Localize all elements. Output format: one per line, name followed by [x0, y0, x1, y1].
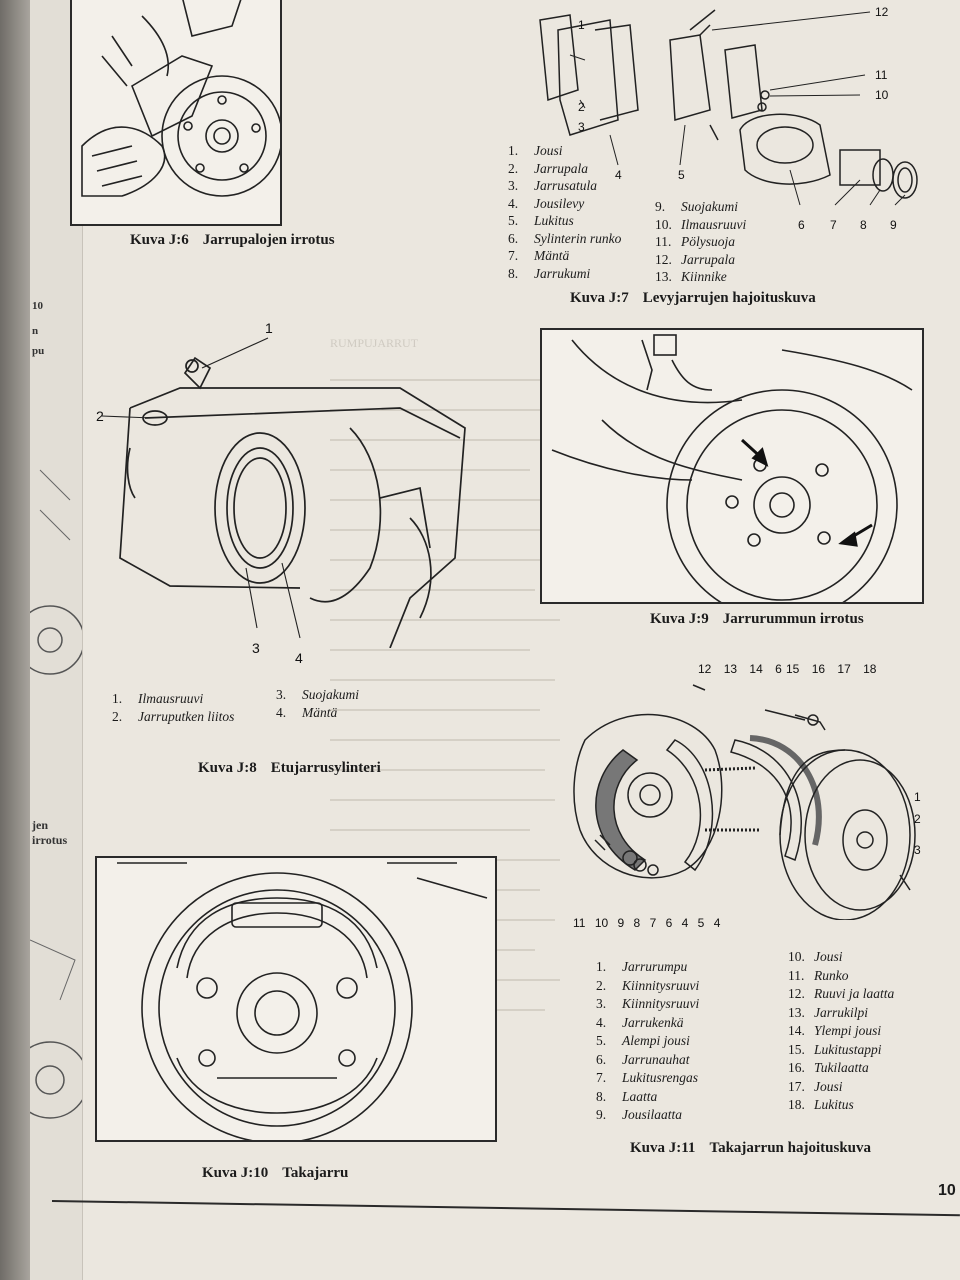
figure-j8-illustration — [70, 318, 490, 649]
legend-row: 12.Jarrupala — [655, 251, 735, 267]
legend-row: 10.Ilmausruuvi — [655, 216, 747, 232]
callout-label: 1 — [265, 320, 273, 336]
caption-number: Kuva J:10 — [202, 1165, 269, 1181]
figure-j9-illustration — [540, 328, 924, 604]
figure-j11-legend-left: 1.Jarrurumpu 2.Kiinnitysruuvi 3.Kiinnity… — [596, 958, 699, 1125]
callout-label: 3 — [252, 640, 260, 656]
caption-title: Jarrupalojen irrotus — [202, 232, 335, 248]
legend-row: 2.Jarruputken liitos — [112, 708, 235, 724]
legend-row: 5.Lukitus — [508, 213, 574, 228]
callout-label: 4 — [615, 168, 622, 182]
legend-row: 11.Runko — [788, 967, 849, 983]
caption-number: Kuva J:6 — [130, 232, 189, 248]
edge-label: pu — [32, 345, 45, 357]
callout-label: 3 — [578, 120, 585, 134]
legend-row: 9.Suojakumi — [655, 199, 738, 214]
manual-page: 10 n pu jen irrotus RUMPUJARRUT — [30, 0, 960, 1280]
caption-title: Jarrurummun irrotus — [722, 611, 864, 627]
legend-row: 3.Kiinnitysruuvi — [596, 996, 700, 1011]
legend-row: 1.Jarrurumpu — [596, 959, 688, 974]
callout-label: 4 — [295, 650, 303, 666]
legend-row: 18.Lukitus — [788, 1097, 854, 1112]
callout-row-bottom: 11 10 9 8 7 6 4 5 4 — [573, 916, 721, 930]
figure-j10-caption: Kuva J:10 Takajarru — [202, 1165, 348, 1182]
legend-row: 17.Jousi — [788, 1078, 843, 1094]
caption-number: Kuva J:11 — [630, 1140, 696, 1156]
edge-drawings — [30, 469, 82, 1119]
book-spine — [0, 0, 30, 1280]
caption-title: Etujarrusylinteri — [270, 760, 381, 776]
legend-row: 10.Jousi — [788, 949, 843, 964]
figure-j6-illustration — [70, 0, 282, 226]
figure-j11-illustration — [545, 680, 925, 921]
footer-rule — [51, 1200, 960, 1217]
callout-label: 2 — [914, 812, 921, 826]
figure-j8-caption: Kuva J:8 Etujarrusylinteri — [198, 760, 381, 777]
legend-row: 12.Ruuvi ja laatta — [788, 986, 895, 1001]
bleed-through-heading: RUMPUJARRUT — [330, 336, 419, 350]
callout-label: 3 — [914, 843, 921, 857]
legend-row: 3.Suojakumi — [276, 687, 359, 702]
callout-row-top: 12 13 14 6 — [698, 662, 782, 676]
caption-title: Takajarrun hajoituskuva — [709, 1140, 872, 1156]
legend-row: 4.Mäntä — [276, 704, 338, 720]
legend-row: 13.Kiinnike — [655, 269, 727, 284]
page-number: 10 — [938, 1182, 956, 1199]
legend-row: 3.Jarrusatula — [508, 178, 598, 193]
callout-label: 5 — [678, 168, 685, 182]
figure-j7-caption: Kuva J:7 Levyjarrujen hajoituskuva — [570, 290, 816, 307]
callout-label: 1 — [914, 790, 921, 804]
legend-row: 7.Lukitusrengas — [596, 1070, 699, 1085]
legend-row: 4.Jousilevy — [508, 195, 585, 211]
figure-j7-illustration — [500, 0, 920, 235]
legend-row: 6.Sylinterin runko — [508, 230, 622, 246]
caption-number: Kuva J:9 — [650, 611, 709, 627]
legend-row: 8.Jarrukumi — [508, 265, 591, 281]
callout-label: 8 — [860, 218, 867, 232]
figure-j7-legend-right: 9.Suojakumi 10.Ilmausruuvi 11.Pölysuoja … — [655, 198, 746, 286]
figure-j8-legend-left: 1.Ilmausruuvi 2.Jarruputken liitos — [112, 690, 234, 725]
callout-label: 12 — [875, 5, 889, 19]
callout-label: 2 — [96, 408, 104, 424]
edge-label: 10 — [32, 300, 43, 312]
figure-j11-legend-right: 10.Jousi 11.Runko 12.Ruuvi ja laatta 13.… — [788, 948, 894, 1115]
legend-row: 4.Jarrukenkä — [596, 1014, 684, 1030]
legend-row: 9.Jousilaatta — [596, 1107, 682, 1122]
caption-title: Levyjarrujen hajoituskuva — [642, 290, 816, 306]
legend-row: 2.Kiinnitysruuvi — [596, 977, 700, 993]
legend-row: 2.Jarrupala — [508, 160, 588, 176]
legend-row: 15.Lukitustappi — [788, 1041, 882, 1057]
callout-label: 9 — [890, 218, 897, 232]
callout-label: 11 — [875, 68, 888, 82]
figure-j6-caption: Kuva J:6 Jarrupalojen irrotus — [130, 232, 335, 249]
edge-label: n — [32, 325, 39, 337]
figure-j9-caption: Kuva J:9 Jarrurummun irrotus — [650, 611, 864, 628]
legend-row: 1.Jousi — [508, 143, 563, 158]
legend-row: 5.Alempi jousi — [596, 1033, 690, 1048]
caption-title: Takajarru — [282, 1165, 349, 1181]
caption-number: Kuva J:8 — [198, 760, 257, 776]
edge-label: jen irrotus — [32, 818, 68, 847]
legend-row: 11.Pölysuoja — [655, 234, 735, 249]
legend-row: 7.Mäntä — [508, 248, 570, 263]
callout-label: 1 — [578, 18, 585, 32]
callout-label: 6 — [798, 218, 805, 232]
legend-row: 13.Jarrukilpi — [788, 1004, 868, 1020]
figure-j11-caption: Kuva J:11 Takajarrun hajoituskuva — [630, 1140, 871, 1157]
legend-row: 16.Tukilaatta — [788, 1060, 869, 1075]
callout-label: 7 — [830, 218, 837, 232]
figure-j10-illustration — [95, 856, 497, 1142]
figure-j7-legend-left: 1.Jousi 2.Jarrupala 3.Jarrusatula 4.Jous… — [508, 142, 621, 282]
callout-label: 2 — [578, 100, 585, 114]
callout-row-top-right: 15 16 17 18 — [786, 662, 877, 676]
legend-row: 1.Ilmausruuvi — [112, 691, 204, 706]
legend-row: 14.Ylempi jousi — [788, 1023, 882, 1038]
callout-label: 10 — [875, 88, 889, 102]
caption-number: Kuva J:7 — [570, 290, 629, 306]
figure-j8-legend-right: 3.Suojakumi 4.Mäntä — [276, 686, 359, 721]
legend-row: 8.Laatta — [596, 1088, 658, 1104]
legend-row: 6.Jarrunauhat — [596, 1051, 690, 1067]
